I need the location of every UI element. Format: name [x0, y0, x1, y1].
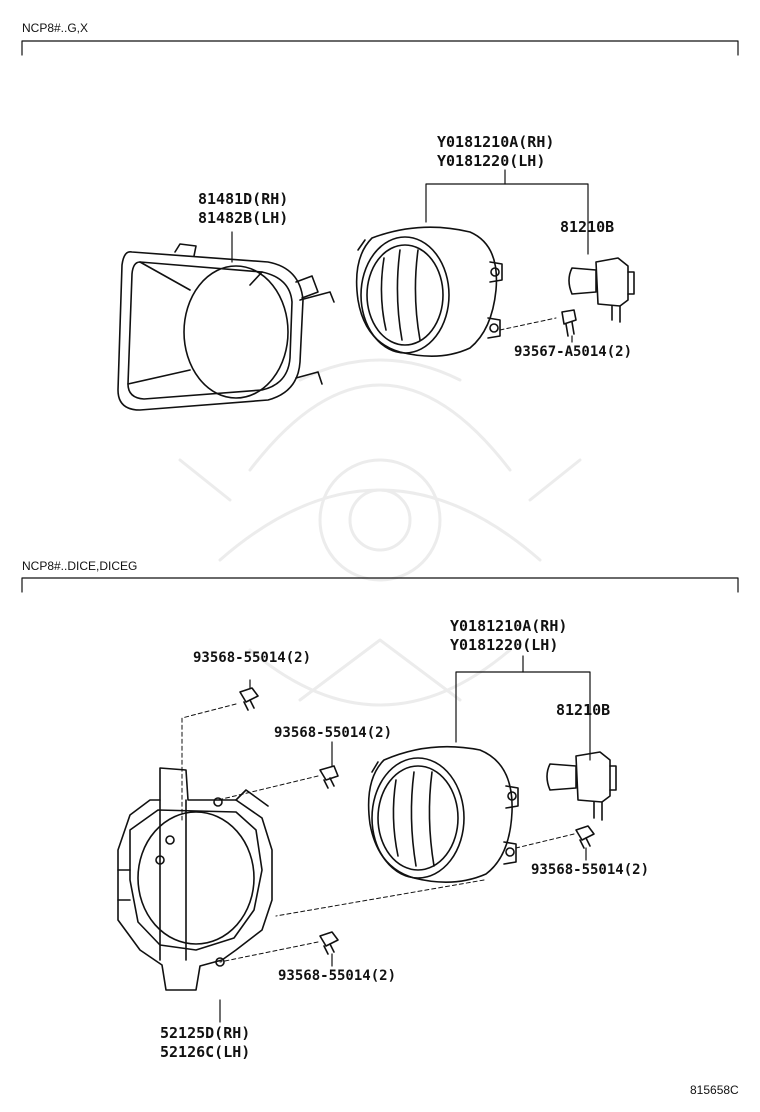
section-2-bracket [21, 577, 739, 593]
watermark-emblem [178, 358, 582, 707]
label-lamp-2-rh[interactable]: Y0181210A(RH) [450, 617, 568, 635]
screw-93567 [561, 309, 577, 337]
label-screw-93567[interactable]: 93567-A5014(2) [514, 344, 633, 360]
section-1-bracket [21, 40, 739, 56]
label-bolt-top[interactable]: 93568-55014(2) [193, 650, 312, 666]
bolt-bottom [319, 931, 339, 955]
section-1-title: NCP8#..G,X [22, 21, 89, 35]
dashed-bolt-mid [217, 775, 319, 801]
section-2-title: NCP8#..DICE,DICEG [22, 559, 138, 573]
label-bezel-lh[interactable]: 81482B(LH) [198, 209, 289, 227]
label-bulb-2[interactable]: 81210B [556, 701, 611, 719]
illustration-code: 815658C [690, 1083, 739, 1097]
fog-lamp-assembly-2 [367, 745, 519, 883]
label-lamp-2-lh[interactable]: Y0181220(LH) [450, 636, 559, 654]
fog-lamp-assembly-1 [355, 226, 503, 357]
bulb-81210b-2 [546, 751, 617, 821]
label-lamp-1-lh[interactable]: Y0181220(LH) [437, 152, 546, 170]
bolt-mid [319, 765, 339, 789]
label-bolt-right[interactable]: 93568-55014(2) [531, 862, 650, 878]
label-bracket-lh[interactable]: 52126C(LH) [160, 1043, 251, 1061]
dashed-bolt-top [181, 703, 237, 821]
dashed-lamp-to-bracket [275, 879, 485, 917]
label-bolt-bottom[interactable]: 93568-55014(2) [278, 968, 397, 984]
label-bracket-rh[interactable]: 52125D(RH) [160, 1024, 251, 1042]
bulb-81210b-1 [568, 257, 635, 323]
label-bezel-rh[interactable]: 81481D(RH) [198, 190, 289, 208]
dashed-bolt-bottom [219, 941, 319, 963]
leader-lamp-1 [425, 183, 589, 255]
bolt-right [575, 825, 595, 849]
fog-lamp-bezel [117, 243, 335, 411]
label-bolt-mid[interactable]: 93568-55014(2) [274, 725, 393, 741]
label-bulb-1[interactable]: 81210B [560, 218, 615, 236]
leader-screw-dashed [499, 317, 557, 331]
fog-lamp-bracket [117, 767, 273, 991]
dashed-bolt-right [515, 833, 575, 849]
bolt-top [239, 687, 259, 711]
label-lamp-1-rh[interactable]: Y0181210A(RH) [437, 133, 555, 151]
